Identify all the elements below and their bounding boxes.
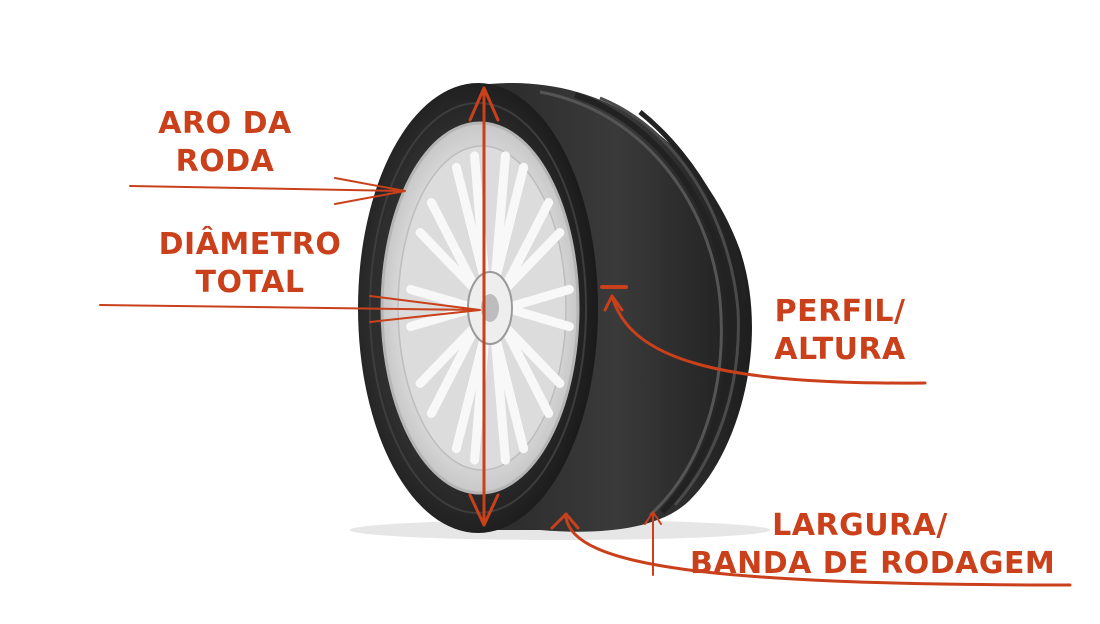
rim-spoke (426, 198, 482, 297)
label-diametro-line2: TOTAL (195, 265, 305, 300)
rim-spoke (490, 162, 529, 286)
rim-spoke (498, 198, 554, 297)
rim-spoke (498, 319, 554, 418)
rim-spoke (426, 319, 482, 418)
alloy-rim (380, 121, 580, 495)
label-aro-line1: ARO DA (158, 106, 292, 141)
rim-spoke (490, 330, 510, 465)
rim-spoke (501, 284, 574, 313)
perfil-pointer-arrow (610, 294, 927, 385)
rim-spoke (498, 228, 565, 297)
label-diametro-total: DIÂMETRO TOTAL (150, 226, 350, 302)
label-aro-line2: RODA (175, 144, 275, 179)
rim-spoke (415, 319, 482, 388)
label-aro-da-roda: ARO DA RODA (150, 105, 300, 181)
rim-spoke (501, 303, 574, 332)
label-diametro-line1: DIÂMETRO (158, 227, 342, 262)
label-perfil-altura: PERFIL/ ALTURA (755, 293, 925, 369)
rim-spoke (406, 284, 479, 313)
largura-vertical-arrow (644, 511, 662, 576)
aro-pointer-arrow (129, 177, 406, 205)
label-perfil-line1: PERFIL/ (774, 294, 906, 329)
label-largura-line2: BANDA DE RODAGEM (690, 546, 1056, 581)
rim-spoke (451, 330, 490, 454)
label-largura-line1: LARGURA/ (772, 508, 948, 543)
label-largura-banda: LARGURA/ BANDA DE RODAGEM (690, 507, 1056, 583)
label-perfil-line2: ALTURA (774, 332, 906, 367)
largura-pointer-arrow (564, 516, 1072, 587)
diametro-vertical-arrow (468, 86, 500, 527)
diametro-pointer-arrow (99, 295, 481, 323)
